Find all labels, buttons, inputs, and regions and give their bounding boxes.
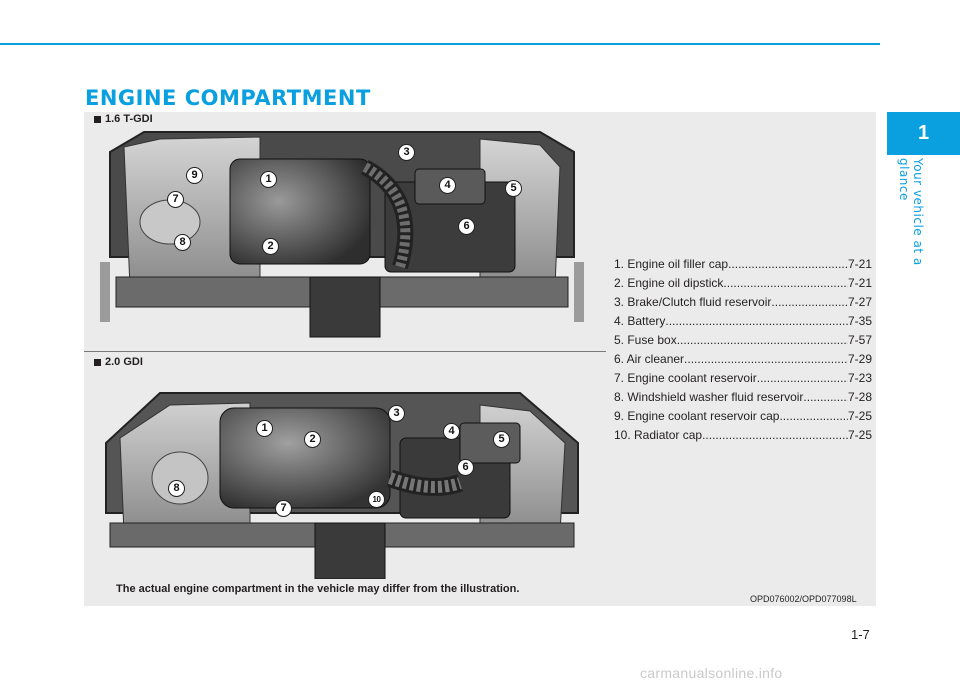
section-label-bottom-text: 2.0 GDI: [105, 356, 143, 368]
bullet-square-icon: [94, 358, 101, 366]
illustration-caption: The actual engine compartment in the veh…: [116, 583, 520, 595]
callout-10-bottom: 10: [368, 491, 385, 508]
legend-item-page: 7-28: [847, 390, 872, 404]
leader-dots: [684, 350, 848, 369]
page-title: ENGINE COMPARTMENT: [85, 86, 371, 110]
callout-3-bottom: 3: [388, 405, 405, 422]
page-number: 1-7: [851, 627, 870, 642]
callout-1-top: 1: [260, 171, 277, 188]
callout-8-top: 8: [174, 234, 191, 251]
legend-item: 3. Brake/Clutch fluid reservoir 7-27: [614, 293, 872, 312]
callout-6-bottom: 6: [457, 459, 474, 476]
legend-item-label: 3. Brake/Clutch fluid reservoir: [614, 295, 772, 309]
legend-item-label: 9. Engine coolant reservoir cap: [614, 409, 780, 423]
leader-dots: [728, 255, 848, 274]
chapter-number: 1: [917, 122, 930, 144]
component-legend: 1. Engine oil filler cap 7-21 2. Engine …: [614, 255, 872, 445]
callout-2-top: 2: [262, 238, 279, 255]
legend-item-label: 7. Engine coolant reservoir: [614, 371, 757, 385]
legend-item: 4. Battery 7-35: [614, 312, 872, 331]
legend-item-page: 7-21: [847, 276, 872, 290]
leader-dots: [702, 426, 848, 445]
leader-dots: [803, 388, 848, 407]
callout-8-bottom: 8: [168, 480, 185, 497]
legend-item-page: 7-25: [847, 428, 872, 442]
legend-item-page: 7-23: [847, 371, 872, 385]
callout-7-top: 7: [167, 191, 184, 208]
chapter-title: Your vehicle at a glance: [897, 158, 925, 266]
leader-dots: [723, 274, 848, 293]
leader-dots: [771, 293, 848, 312]
legend-item-label: 8. Windshield washer fluid reservoir: [614, 390, 804, 404]
section-label-top: 1.6 T-GDI: [94, 113, 153, 125]
callout-4-bottom: 4: [443, 423, 460, 440]
legend-item: 6. Air cleaner 7-29: [614, 350, 872, 369]
legend-item-page: 7-57: [847, 333, 872, 347]
section-label-top-text: 1.6 T-GDI: [105, 113, 153, 125]
legend-item-label: 2. Engine oil dipstick: [614, 276, 724, 290]
callout-6-top: 6: [458, 218, 475, 235]
legend-item-label: 10. Radiator cap: [614, 428, 703, 442]
legend-item: 2. Engine oil dipstick 7-21: [614, 274, 872, 293]
legend-item: 5. Fuse box 7-57: [614, 331, 872, 350]
legend-item: 8. Windshield washer fluid reservoir 7-2…: [614, 388, 872, 407]
legend-item-page: 7-25: [847, 409, 872, 423]
leader-dots: [665, 312, 848, 331]
engine-illustration-1-6-tgdi: [100, 131, 584, 338]
callout-5-top: 5: [505, 180, 522, 197]
callout-5-bottom: 5: [493, 431, 510, 448]
top-rule: [0, 43, 880, 45]
legend-item: 1. Engine oil filler cap 7-21: [614, 255, 872, 274]
watermark: carmanualsonline.info: [640, 665, 783, 681]
legend-item-label: 6. Air cleaner: [614, 352, 685, 366]
figure-code: OPD076002/OPD077098L: [750, 594, 857, 604]
callout-4-top: 4: [439, 177, 456, 194]
callout-2-bottom: 2: [304, 431, 321, 448]
section-label-bottom: 2.0 GDI: [94, 356, 143, 368]
legend-item: 7. Engine coolant reservoir 7-23: [614, 369, 872, 388]
legend-item-label: 1. Engine oil filler cap: [614, 257, 729, 271]
legend-item: 10. Radiator cap 7-25: [614, 426, 872, 445]
chapter-tab[interactable]: 1: [887, 112, 960, 155]
leader-dots: [677, 331, 848, 350]
leader-dots: [779, 407, 848, 426]
legend-item-page: 7-27: [847, 295, 872, 309]
legend-item-label: 4. Battery: [614, 314, 666, 328]
leader-dots: [757, 369, 848, 388]
callout-1-bottom: 1: [256, 420, 273, 437]
legend-item-label: 5. Fuse box: [614, 333, 677, 347]
legend-item-page: 7-35: [847, 314, 872, 328]
callout-9-top: 9: [186, 167, 203, 184]
callout-3-top: 3: [398, 144, 415, 161]
legend-item: 9. Engine coolant reservoir cap 7-25: [614, 407, 872, 426]
legend-item-page: 7-29: [847, 352, 872, 366]
legend-item-page: 7-21: [847, 257, 872, 271]
section-divider: [84, 351, 606, 352]
callout-7-bottom: 7: [275, 500, 292, 517]
engine-illustration-2-0-gdi: [105, 392, 579, 579]
bullet-square-icon: [94, 115, 101, 123]
